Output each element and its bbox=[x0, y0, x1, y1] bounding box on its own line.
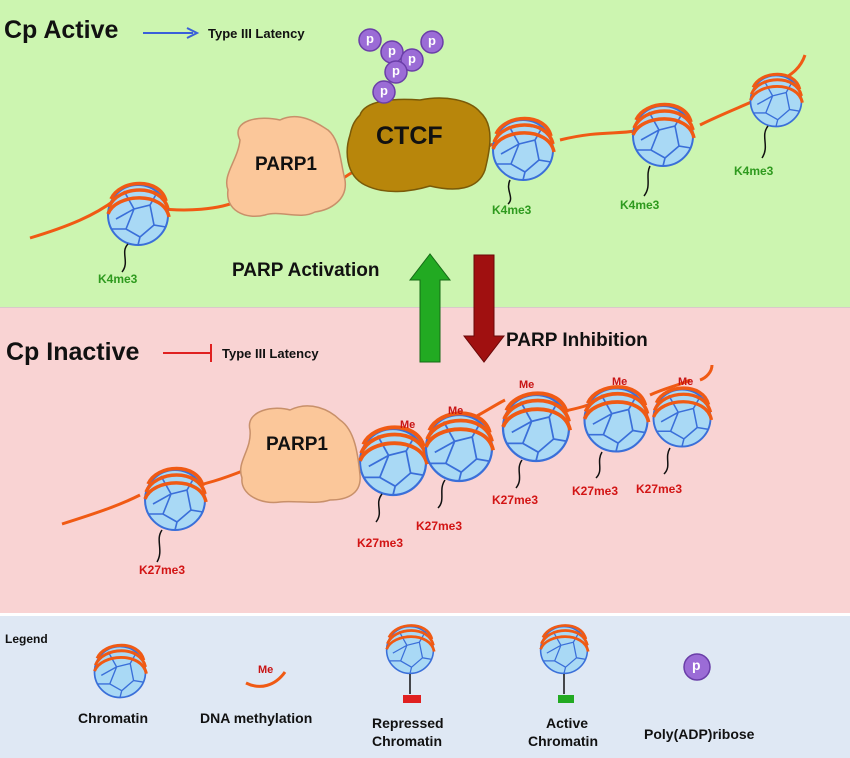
k4me3-label-3: K4me3 bbox=[620, 198, 660, 212]
parp-activation-arrow bbox=[408, 253, 452, 363]
cp-inactive-title: Cp Inactive bbox=[6, 338, 140, 366]
active-nucleosome-4 bbox=[749, 72, 804, 159]
active-arrow-label: Type III Latency bbox=[208, 26, 305, 41]
inactive-arrow-icon bbox=[163, 344, 212, 362]
me-label-2: Me bbox=[448, 405, 464, 417]
legend-poly-adp-ribose-icon bbox=[683, 653, 711, 681]
me-label-3: Me bbox=[519, 379, 535, 391]
legend-poly-label: Poly(ADP)ribose bbox=[644, 726, 755, 742]
k27me3-label-2: K27me3 bbox=[357, 536, 404, 550]
k27me3-label-4: K27me3 bbox=[492, 493, 539, 507]
legend-active-line1: Active bbox=[546, 715, 589, 731]
legend-poly-symbol: p bbox=[692, 657, 701, 673]
inactive-nucleosome-3 bbox=[424, 411, 496, 509]
legend-chromatin-label: Chromatin bbox=[78, 710, 148, 726]
active-nucleosome-2 bbox=[491, 116, 556, 205]
legend-dna-methylation-label: DNA methylation bbox=[200, 710, 313, 726]
inactive-arrow-label: Type III Latency bbox=[222, 346, 319, 361]
inactive-nucleosome-6 bbox=[651, 386, 714, 475]
me-label-1: Me bbox=[400, 419, 416, 431]
legend-repressed-line2: Chromatin bbox=[372, 733, 442, 749]
inactive-nucleosome-1 bbox=[143, 466, 208, 563]
legend-active-chromatin-icon bbox=[539, 624, 590, 703]
active-nucleosome-1 bbox=[106, 181, 171, 273]
k4me3-label-4: K4me3 bbox=[734, 164, 774, 178]
parp1-label-inactive: PARP1 bbox=[266, 434, 328, 455]
active-nucleosome-3 bbox=[631, 102, 696, 197]
ctcf-label: CTCF bbox=[376, 122, 443, 150]
parp-activation-label: PARP Activation bbox=[232, 260, 380, 281]
k27me3-label-1: K27me3 bbox=[139, 563, 186, 577]
legend-repressed-chromatin-icon bbox=[385, 624, 436, 703]
k27me3-label-6: K27me3 bbox=[636, 482, 683, 496]
k4me3-label-2: K4me3 bbox=[492, 203, 532, 217]
cp-active-title: Cp Active bbox=[4, 16, 119, 44]
k27me3-label-5: K27me3 bbox=[572, 484, 619, 498]
poly-symbol-1: p bbox=[366, 31, 374, 46]
legend-me-label: Me bbox=[258, 664, 274, 676]
poly-adp-ribose-chain bbox=[358, 28, 444, 104]
parp1-protein-inactive bbox=[239, 405, 361, 504]
legend-title: Legend bbox=[5, 632, 48, 646]
legend-active-line2: Chromatin bbox=[528, 733, 598, 749]
legend-chromatin-icon bbox=[93, 643, 148, 699]
legend-repressed-line1: Repressed bbox=[372, 715, 444, 731]
parp1-label-active: PARP1 bbox=[255, 154, 317, 175]
poly-symbol-4: p bbox=[428, 33, 436, 48]
parp1-protein-active bbox=[225, 115, 346, 217]
k4me3-label-1: K4me3 bbox=[98, 272, 138, 286]
parp-inhibition-label: PARP Inhibition bbox=[506, 330, 648, 351]
inactive-nucleosome-2 bbox=[358, 425, 430, 523]
poly-symbol-6: p bbox=[380, 83, 388, 98]
inactive-nucleosome-5 bbox=[582, 385, 651, 479]
active-arrow-icon bbox=[143, 27, 200, 39]
ctcf-protein bbox=[346, 97, 491, 193]
poly-symbol-5: p bbox=[392, 63, 400, 78]
k27me3-label-3: K27me3 bbox=[416, 519, 463, 533]
me-label-5: Me bbox=[678, 376, 694, 388]
legend-dna-methylation-icon bbox=[245, 671, 287, 688]
parp-inhibition-arrow bbox=[462, 254, 506, 363]
inactive-nucleosome-4 bbox=[501, 391, 573, 489]
me-label-4: Me bbox=[612, 376, 628, 388]
poly-symbol-2: p bbox=[388, 43, 396, 58]
poly-symbol-3: p bbox=[408, 51, 416, 66]
